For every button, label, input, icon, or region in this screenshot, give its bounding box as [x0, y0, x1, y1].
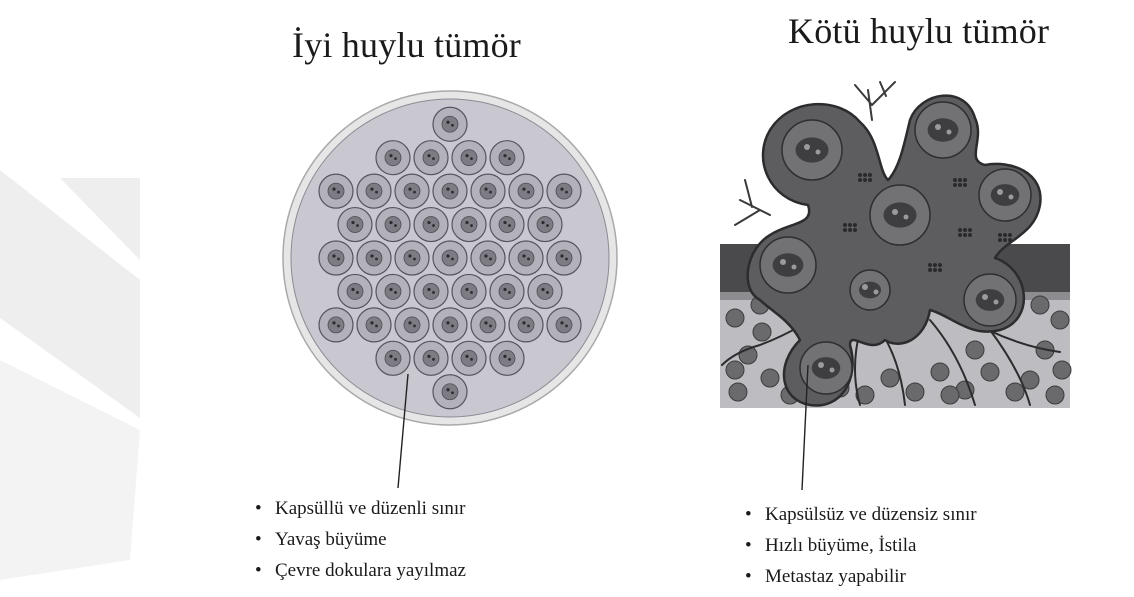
benign-cell: [395, 174, 429, 208]
red-blood-cell: [941, 386, 959, 404]
benign-cell: [338, 274, 372, 308]
benign-cell: [376, 208, 410, 242]
malignant-cell: [979, 169, 1031, 221]
watermark-shape: [0, 170, 140, 580]
red-blood-cell: [1051, 311, 1069, 329]
benign-feature-text: Çevre dokulara yayılmaz: [275, 560, 466, 581]
benign-cell: [414, 141, 448, 175]
red-blood-cell: [1006, 383, 1024, 401]
benign-cell: [357, 308, 391, 342]
red-blood-cell: [729, 383, 747, 401]
malignant-feature-text: Metastaz yapabilir: [765, 566, 906, 587]
malignant-cell: [964, 274, 1016, 326]
malignant-feature-list: •Kapsülsüz ve düzensiz sınır •Hızlı büyü…: [745, 503, 977, 596]
red-blood-cell: [881, 369, 899, 387]
benign-cell: [471, 241, 505, 275]
red-blood-cell: [761, 369, 779, 387]
benign-cell: [547, 308, 581, 342]
benign-cell: [433, 241, 467, 275]
red-blood-cell: [726, 361, 744, 379]
benign-cell: [414, 274, 448, 308]
benign-tumor-illustration: [283, 91, 617, 425]
malignant-cell: [870, 185, 930, 245]
malignant-tumor-illustration: [720, 82, 1071, 408]
malignant-feature-text: Kapsülsüz ve düzensiz sınır: [765, 504, 977, 525]
malignant-feature-item: •Kapsülsüz ve düzensiz sınır: [745, 503, 977, 534]
benign-cell: [528, 208, 562, 242]
benign-cell: [376, 341, 410, 375]
benign-cell: [376, 274, 410, 308]
red-blood-cell: [906, 383, 924, 401]
benign-cell: [509, 308, 543, 342]
benign-cell: [452, 141, 486, 175]
benign-cell: [490, 208, 524, 242]
benign-feature-item: •Yavaş büyüme: [255, 528, 466, 559]
malignant-cell: [760, 237, 816, 293]
benign-cell: [452, 274, 486, 308]
benign-cell: [471, 174, 505, 208]
benign-cell: [338, 208, 372, 242]
benign-cell: [528, 274, 562, 308]
benign-cell: [319, 174, 353, 208]
red-blood-cell: [931, 363, 949, 381]
benign-cell: [433, 375, 467, 409]
red-blood-cell: [1053, 361, 1071, 379]
malignant-cell: [850, 270, 890, 310]
benign-cell: [433, 308, 467, 342]
benign-title: İyi huylu tümör: [292, 24, 521, 66]
benign-cell: [547, 241, 581, 275]
red-blood-cell: [753, 323, 771, 341]
malignant-feature-item: •Metastaz yapabilir: [745, 565, 977, 596]
benign-cell: [452, 208, 486, 242]
malignant-cell: [782, 120, 842, 180]
benign-cell: [357, 241, 391, 275]
benign-cell: [433, 174, 467, 208]
benign-feature-text: Kapsüllü ve düzenli sınır: [275, 498, 466, 519]
benign-cell: [319, 308, 353, 342]
benign-cell: [376, 141, 410, 175]
benign-cell: [414, 341, 448, 375]
benign-feature-list: •Kapsüllü ve düzenli sınır •Yavaş büyüme…: [255, 497, 466, 590]
benign-cell: [490, 274, 524, 308]
benign-cell: [433, 107, 467, 141]
red-blood-cell: [966, 341, 984, 359]
benign-cell: [490, 141, 524, 175]
red-blood-cell: [981, 363, 999, 381]
malignant-title: Kötü huylu tümör: [788, 10, 1049, 52]
red-blood-cell: [1031, 296, 1049, 314]
benign-feature-text: Yavaş büyüme: [275, 529, 387, 550]
benign-cell: [471, 308, 505, 342]
benign-cell: [509, 174, 543, 208]
red-blood-cell: [726, 309, 744, 327]
malignant-cell: [915, 102, 971, 158]
malignant-feature-text: Hızlı büyüme, İstila: [765, 535, 916, 556]
benign-cell: [414, 208, 448, 242]
malignant-feature-item: •Hızlı büyüme, İstila: [745, 534, 977, 565]
benign-cell: [395, 241, 429, 275]
benign-feature-item: •Kapsüllü ve düzenli sınır: [255, 497, 466, 528]
benign-cell: [319, 241, 353, 275]
benign-feature-item: •Çevre dokulara yayılmaz: [255, 559, 466, 590]
benign-cell: [490, 341, 524, 375]
benign-cell: [547, 174, 581, 208]
benign-cell: [357, 174, 391, 208]
benign-cell: [395, 308, 429, 342]
red-blood-cell: [1046, 386, 1064, 404]
benign-cell: [452, 341, 486, 375]
benign-cell: [509, 241, 543, 275]
